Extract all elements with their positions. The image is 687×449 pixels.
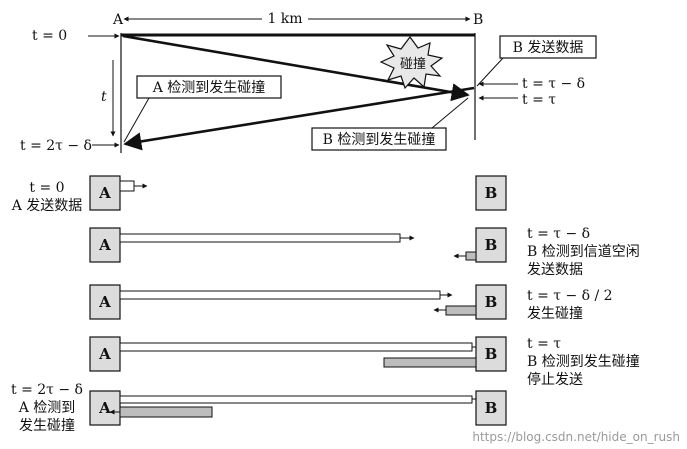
step-3-node-b-label: B	[485, 293, 498, 311]
step-5-left-line-2: 发生碰撞	[19, 418, 75, 434]
step-4-a-signal	[119, 342, 473, 352]
step-4-right-line-2: 停止发送	[527, 371, 583, 388]
step-2-right-line-1: B 检测到信道空闲	[527, 244, 640, 260]
step-1: t = 0 A 发送数据 A B	[11, 175, 507, 214]
step-5: t = 2τ − δ A 检测到 发生碰撞 A B	[11, 382, 507, 434]
a-detect-label: A 检测到发生碰撞	[152, 80, 266, 96]
step-1-left-line-1: A 发送数据	[11, 198, 83, 214]
step-4-node-b	[475, 336, 507, 372]
b-detect-callout	[311, 127, 447, 151]
step-1-node-a	[89, 175, 121, 211]
t0-label: t = 0	[32, 28, 67, 44]
t-axis-label: t	[101, 89, 107, 105]
top-node-a-label: A	[112, 12, 124, 28]
step-3-a-signal	[119, 290, 441, 300]
watermark: https://blog.csdn.net/hide_on_rush	[472, 430, 680, 444]
b-send-callout	[499, 35, 597, 59]
timing-diagram: A B 1 km t = 0 t t = 2τ − δ 碰撞 B 发送数据 A …	[20, 9, 597, 154]
step-4-b-signal	[383, 357, 477, 368]
step-3-right-line-0: t = τ − δ / 2	[527, 288, 613, 304]
step-4-right-line-0: t = τ	[527, 336, 561, 352]
step-2-right-line-0: t = τ − δ	[527, 226, 590, 242]
step-2-node-a-label: A	[98, 236, 111, 254]
b-signal-arrow	[123, 86, 475, 151]
t2-label: t = 2τ − δ	[20, 138, 92, 154]
tb2-label: t = τ	[522, 92, 556, 108]
tb1-label: t = τ − δ	[522, 76, 585, 92]
step-5-node-a-label: A	[98, 399, 111, 417]
distance-label: 1 km	[267, 11, 302, 27]
step-3-node-a-label: A	[98, 293, 111, 311]
distance-label-bg	[262, 9, 308, 27]
step-2-a-signal	[119, 233, 401, 243]
a-signal-arrow	[122, 34, 470, 102]
step-4-right-line-1: B 检测到发生碰撞	[527, 354, 640, 370]
b-detect-pointer	[431, 97, 469, 129]
step-5-a-signal	[119, 395, 473, 404]
step-5-node-b	[475, 390, 507, 426]
step-5-b-signal	[119, 406, 213, 418]
top-node-b-label: B	[473, 12, 483, 28]
step-1-node-b-label: B	[485, 184, 498, 202]
a-detect-pointer	[123, 97, 150, 143]
collision-label: 碰撞	[400, 57, 426, 72]
step-2: A B t = τ − δ B 检测到信道空闲 发送数据	[89, 226, 640, 278]
step-3-right-line-1: 发生碰撞	[527, 306, 583, 322]
step-3-node-a	[89, 284, 121, 320]
a-detect-callout	[136, 75, 282, 99]
step-3: A B t = τ − δ / 2 发生碰撞	[89, 284, 613, 322]
step-5-left-line-1: A 检测到	[18, 400, 76, 416]
step-1-node-a-label: A	[98, 184, 111, 202]
step-4-node-a	[89, 336, 121, 372]
step-5-node-b-label: B	[485, 399, 498, 417]
step-2-node-a	[89, 227, 121, 263]
step-3-b-signal	[445, 305, 477, 316]
step-5-left-line-0: t = 2τ − δ	[11, 382, 83, 398]
step-4-node-a-label: A	[98, 345, 111, 363]
step-4-node-b-label: B	[485, 345, 498, 363]
step-1-left-line-0: t = 0	[29, 180, 64, 196]
step-2-b-signal	[465, 251, 477, 261]
b-detect-label: B 检测到发生碰撞	[323, 132, 436, 148]
step-2-node-b-label: B	[485, 236, 498, 254]
step-1-a-signal	[119, 180, 135, 192]
step-2-right-line-2: 发送数据	[527, 262, 583, 278]
b-send-label: B 发送数据	[513, 40, 584, 56]
b-send-pointer	[476, 57, 504, 87]
step-4: A B t = τ B 检测到发生碰撞 停止发送	[89, 336, 640, 388]
collision-burst-icon	[379, 35, 444, 90]
step-1-node-b	[475, 175, 507, 211]
step-3-node-b	[475, 284, 507, 320]
step-2-node-b	[475, 227, 507, 263]
